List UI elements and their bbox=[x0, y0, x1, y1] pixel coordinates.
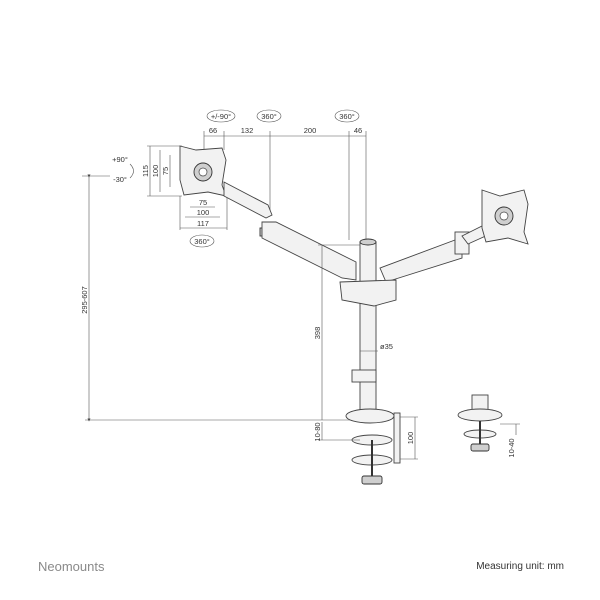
tilt-indicator: +90° -30° bbox=[112, 155, 134, 184]
measuring-unit-note: Measuring unit: mm bbox=[476, 561, 564, 572]
dim-200: 200 bbox=[304, 126, 317, 135]
rotation-badge-arm: 360° bbox=[256, 109, 282, 123]
rotation-badge-plate: 360° bbox=[189, 234, 215, 248]
svg-text:100: 100 bbox=[197, 208, 210, 217]
desk-clamp bbox=[345, 408, 401, 485]
pole-height-dimension: 398 bbox=[313, 244, 360, 420]
dim-66: 66 bbox=[209, 126, 217, 135]
grommet-thickness-dimension: 10-40 bbox=[500, 423, 520, 458]
svg-text:100: 100 bbox=[151, 165, 160, 178]
rotation-badge-pole: 360° bbox=[334, 109, 360, 123]
svg-text:75: 75 bbox=[161, 167, 170, 175]
top-dimensions: 66 132 200 46 bbox=[203, 126, 367, 240]
pole bbox=[339, 238, 397, 421]
rotation-badge-tilt: +/-90° bbox=[206, 109, 236, 123]
svg-text:360°: 360° bbox=[261, 112, 277, 121]
svg-text:100: 100 bbox=[406, 432, 415, 445]
grommet-mount bbox=[457, 394, 503, 452]
dim-132: 132 bbox=[241, 126, 254, 135]
left-vesa-plate bbox=[179, 145, 227, 197]
dim-46: 46 bbox=[354, 126, 362, 135]
svg-text:75: 75 bbox=[199, 198, 207, 207]
svg-text:115: 115 bbox=[141, 165, 150, 177]
brand-logo: Neomounts bbox=[38, 559, 105, 574]
svg-text:360°: 360° bbox=[194, 237, 210, 246]
svg-text:295-607: 295-607 bbox=[80, 286, 89, 314]
left-arm bbox=[223, 181, 357, 281]
vesa-dimensions: 115 100 75 75 100 117 bbox=[141, 145, 228, 230]
svg-text:360°: 360° bbox=[339, 112, 355, 121]
svg-text:+/-90°: +/-90° bbox=[211, 112, 231, 121]
svg-text:-30°: -30° bbox=[113, 175, 127, 184]
svg-text:10-80: 10-80 bbox=[313, 422, 322, 441]
svg-text:398: 398 bbox=[313, 327, 322, 340]
right-arm bbox=[379, 223, 491, 283]
right-vesa-plate bbox=[481, 189, 529, 245]
clamp-thickness-dimension: 10-80 bbox=[313, 422, 360, 442]
svg-text:+90°: +90° bbox=[112, 155, 128, 164]
clamp-height-dimension: 100 bbox=[400, 416, 418, 460]
pole-diameter-dimension: ø35 bbox=[360, 342, 393, 352]
svg-text:ø35: ø35 bbox=[380, 342, 393, 351]
svg-text:10-40: 10-40 bbox=[507, 438, 516, 457]
svg-text:117: 117 bbox=[197, 219, 209, 228]
height-range-dimension: 295-607 bbox=[80, 174, 350, 422]
